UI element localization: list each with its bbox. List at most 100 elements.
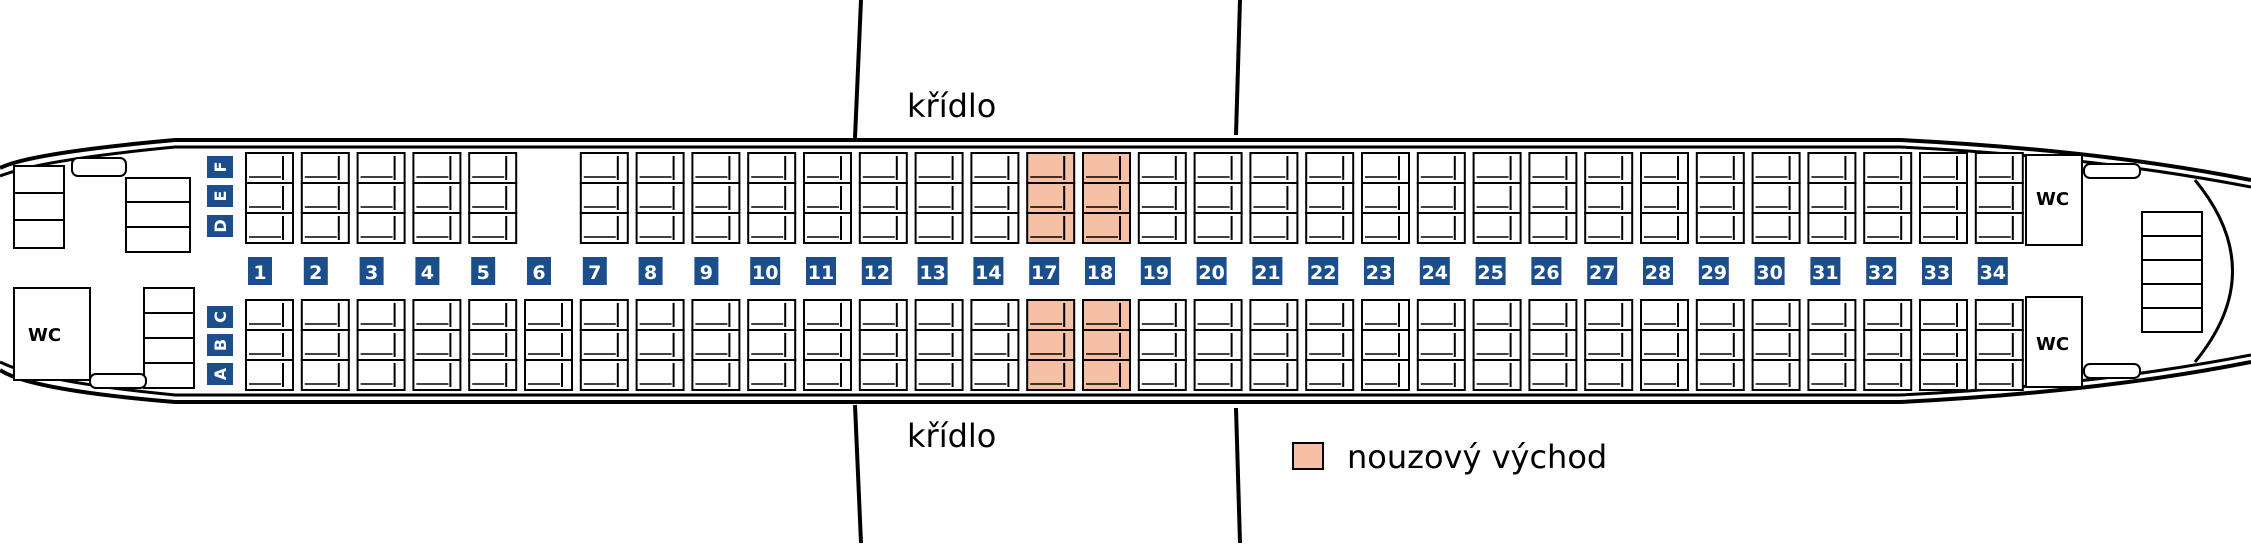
wing-rear-top-line — [1234, 0, 1242, 136]
galley-unit-c — [71, 157, 127, 177]
seat-33B — [1919, 329, 1968, 361]
seat-letter-badge — [207, 156, 233, 178]
row-number-label: 2 — [309, 262, 322, 284]
seat-8A — [635, 359, 685, 391]
row-number-badge — [750, 257, 781, 285]
seat-letter-label: E — [211, 191, 230, 202]
seat-letter-label: D — [211, 219, 230, 232]
seat-8E — [635, 182, 685, 214]
seat-26A — [1528, 359, 1578, 391]
seat-24E — [1416, 182, 1466, 214]
seat-6C — [524, 299, 573, 331]
seat-21B — [1249, 329, 1299, 361]
seat-31B — [1807, 329, 1857, 361]
wc-label-front: WC — [28, 325, 61, 346]
seat-11C — [803, 299, 852, 331]
row-number-label: 23 — [1366, 262, 1392, 284]
row-number-badge — [1029, 257, 1060, 285]
seat-32A — [1863, 359, 1913, 391]
row-number-badge — [527, 257, 551, 285]
seat-1B — [245, 329, 294, 361]
lavatory-rear-bottom — [2025, 296, 2083, 388]
rear-door — [2083, 163, 2141, 179]
seat-11F — [803, 152, 852, 184]
seat-9E — [691, 182, 741, 214]
rear-area — [2025, 154, 2203, 388]
wc-label-rear-bottom: WC — [2036, 334, 2069, 355]
seat-33F — [1919, 152, 1968, 184]
row-number-label: 3 — [365, 262, 378, 284]
seat-17A — [1026, 359, 1076, 391]
seat-30B — [1751, 329, 1801, 361]
seat-1C — [245, 299, 294, 331]
seat-24C — [1416, 299, 1466, 331]
seat-7D — [579, 212, 629, 244]
seat-letter-badge — [207, 215, 233, 237]
seat-26C — [1528, 299, 1578, 331]
seat-letter-label: B — [211, 339, 230, 351]
rear-door — [2083, 363, 2141, 379]
seat-9B — [691, 329, 741, 361]
front-galley — [13, 157, 195, 389]
seat-3E — [356, 182, 406, 214]
seat-29C — [1695, 299, 1745, 331]
seat-25F — [1472, 152, 1522, 184]
seat-12C — [858, 299, 908, 331]
seat-4D — [412, 212, 462, 244]
seat-letter-label: C — [211, 311, 230, 323]
row-number-badge — [1140, 257, 1171, 285]
seat-27D — [1584, 212, 1634, 244]
seat-34C — [1974, 299, 2024, 331]
seat-28E — [1640, 182, 1689, 214]
seat-29D — [1695, 212, 1745, 244]
row-number-label: 17 — [1031, 262, 1057, 284]
seat-4F — [412, 152, 462, 184]
row-number-label: 13 — [919, 262, 945, 284]
row-number-label: 11 — [808, 262, 834, 284]
seat-27E — [1584, 182, 1634, 214]
seat-8B — [635, 329, 685, 361]
seat-28C — [1640, 299, 1689, 331]
seat-34D — [1974, 212, 2024, 244]
seat-letter-badge — [207, 306, 233, 328]
seat-34B — [1974, 329, 2024, 361]
galley-unit-b — [125, 177, 191, 253]
seat-17C — [1026, 299, 1076, 331]
row-number-label: 30 — [1756, 262, 1782, 284]
seat-12B — [858, 329, 908, 361]
seat-letter-label: F — [211, 162, 230, 173]
seat-22B — [1305, 329, 1355, 361]
seat-7F — [579, 152, 629, 184]
seat-26D — [1528, 212, 1578, 244]
row-number-label: 26 — [1533, 262, 1559, 284]
seat-2F — [300, 152, 350, 184]
row-number-label: 12 — [864, 262, 890, 284]
legend: nouzový východ — [1292, 438, 1607, 476]
seat-13D — [914, 212, 964, 244]
seat-12D — [858, 212, 908, 244]
row-number-badge — [1922, 257, 1952, 285]
seat-5E — [468, 182, 518, 214]
seat-31C — [1807, 299, 1857, 331]
seat-33C — [1919, 299, 1968, 331]
seat-19B — [1137, 329, 1187, 361]
seat-29E — [1695, 182, 1745, 214]
seat-21C — [1249, 299, 1299, 331]
seat-30E — [1751, 182, 1801, 214]
seat-1A — [245, 359, 294, 391]
row-number-badge — [694, 257, 719, 285]
seat-30A — [1751, 359, 1801, 391]
seat-19A — [1137, 359, 1187, 391]
row-number-badge — [1587, 257, 1618, 285]
wing-lines — [853, 0, 1242, 544]
row-number-badge — [471, 257, 496, 285]
seat-21A — [1249, 359, 1299, 391]
seat-1F — [245, 152, 294, 184]
seat-10C — [747, 299, 797, 331]
seat-25C — [1472, 299, 1522, 331]
seat-11D — [803, 212, 852, 244]
seat-23B — [1361, 329, 1410, 361]
seat-14B — [970, 329, 1020, 361]
